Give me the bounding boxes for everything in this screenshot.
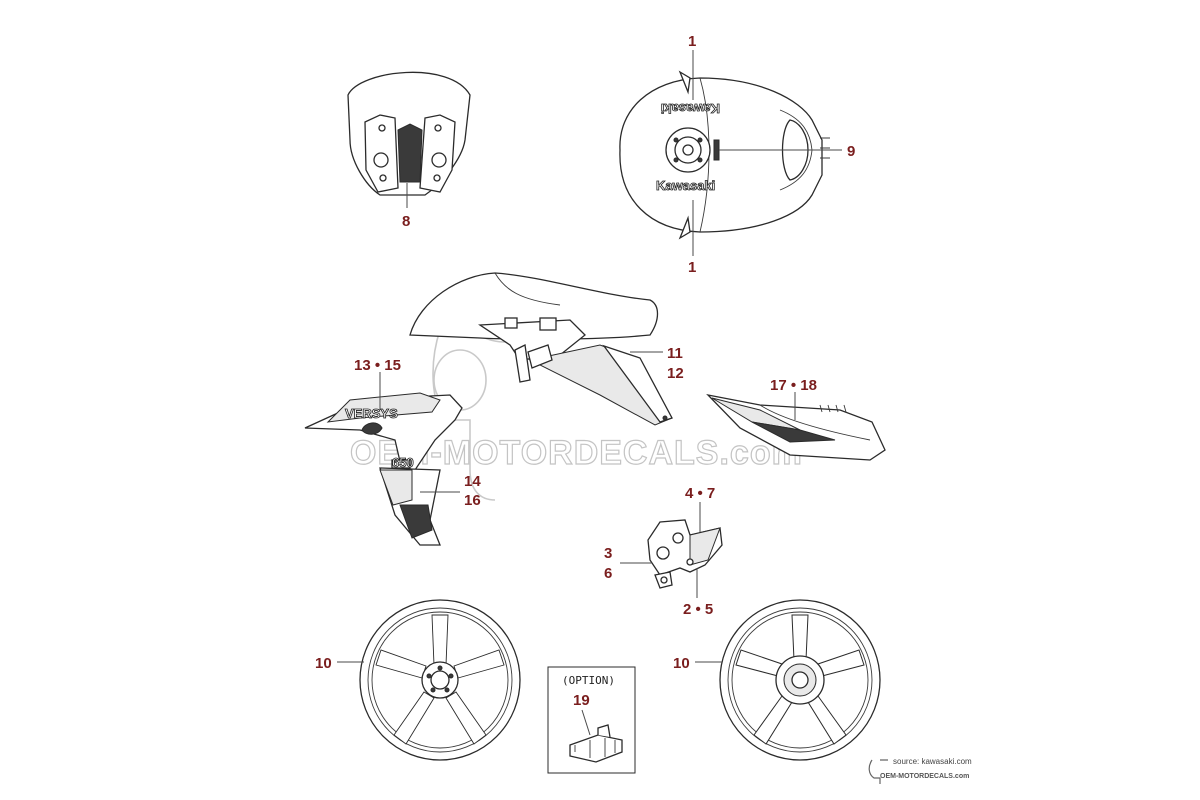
callout-11: 11 (667, 345, 683, 362)
tank-decal-upper: Kawasaki (661, 101, 720, 116)
callout-3: 3 (604, 545, 612, 562)
fairing-side-part: VERSYS 650 (304, 392, 463, 546)
callout-19: 19 (573, 692, 590, 709)
fairing-small-decal: 650 (392, 455, 414, 470)
callout-8: 8 (402, 213, 410, 230)
option-box-label: (OPTION) (562, 674, 615, 687)
source-brand: OEM-MOTORDECALS.com (880, 773, 969, 780)
seat-cowl-part (409, 272, 673, 426)
callout-9: 9 (847, 143, 855, 160)
heel-guard-part (647, 519, 723, 589)
option-part-19 (569, 724, 623, 763)
callout-17-18: 17 • 18 (770, 377, 817, 394)
callout-10-right: 10 (673, 655, 690, 672)
callout-13-15: 13 • 15 (354, 357, 401, 374)
callout-16: 16 (464, 492, 481, 509)
side-cover-part (706, 393, 886, 461)
fuel-tank-part: Kawasaki Kawasaki (619, 70, 830, 240)
source-text: source: kawasaki.com (893, 757, 972, 766)
callout-14: 14 (464, 473, 481, 490)
callout-10-left: 10 (315, 655, 332, 672)
source-credit: source: kawasaki.com OEM-MOTORDECALS.com (868, 757, 972, 784)
rear-wheel-part (719, 599, 881, 761)
callout-4-7: 4 • 7 (685, 485, 715, 502)
leader-19 (581, 709, 591, 736)
fairing-decal-text: VERSYS (345, 406, 398, 421)
callout-1-top: 1 (688, 33, 696, 50)
option-box: (OPTION) 19 (547, 666, 636, 774)
source-faucet-icon (868, 759, 888, 784)
callout-12: 12 (667, 365, 684, 382)
tank-decal-lower: Kawasaki (656, 178, 715, 193)
callout-2-5: 2 • 5 (683, 601, 713, 618)
callout-1-bottom: 1 (688, 259, 696, 276)
callout-6: 6 (604, 565, 612, 582)
windscreen-part (347, 71, 471, 196)
front-wheel-part (359, 599, 521, 761)
